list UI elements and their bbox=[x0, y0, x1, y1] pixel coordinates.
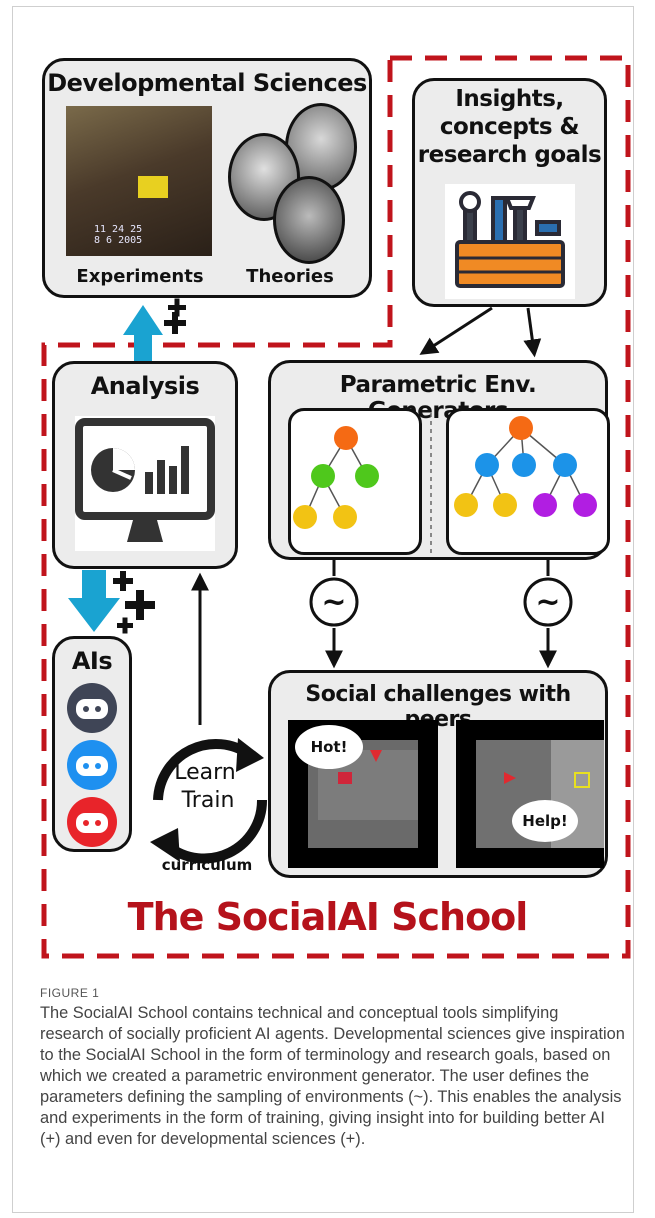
tree-left-green-1 bbox=[311, 464, 335, 488]
tree-right-blue-3 bbox=[553, 453, 577, 477]
env-trees bbox=[293, 416, 597, 529]
robot-icons bbox=[67, 683, 117, 847]
robot-dark-icon bbox=[67, 683, 117, 733]
tree-right-yellow-2 bbox=[493, 493, 517, 517]
sampling-symbol-right: ~ bbox=[535, 585, 561, 620]
train-label: Train bbox=[181, 788, 235, 813]
tree-left-yellow-1 bbox=[293, 505, 317, 529]
curriculum-label: curriculum bbox=[161, 856, 253, 874]
figure-caption: The SocialAI School contains technical a… bbox=[40, 1004, 625, 1148]
toolbox-icon bbox=[445, 184, 575, 299]
insights-title-1: Insights, bbox=[455, 86, 564, 112]
arrow-analysis-to-devsci bbox=[123, 305, 163, 361]
sampling-symbol-left: ~ bbox=[321, 585, 347, 620]
developmental-sciences-box: Developmental Sciences 11 24 25 8 6 2005… bbox=[42, 58, 372, 298]
robot-blue-icon bbox=[67, 740, 117, 790]
figure-label: FIGURE 1 bbox=[40, 986, 100, 1000]
parametric-generators-box: Parametric Env. Generators bbox=[268, 360, 610, 560]
loop-arrow-bottom bbox=[164, 799, 268, 864]
tree-left-root bbox=[334, 426, 358, 450]
ais-box: AIs bbox=[52, 636, 132, 852]
tree-right-root bbox=[509, 416, 533, 440]
portrait-3 bbox=[273, 176, 345, 264]
analysis-title: Analysis bbox=[90, 372, 200, 400]
tree-right-purple-2 bbox=[573, 493, 597, 517]
theories-label: Theories bbox=[246, 266, 334, 287]
tree-left-green-2 bbox=[355, 464, 379, 488]
robot-red-icon bbox=[67, 797, 117, 847]
photo-timestamp: 11 24 25 8 6 2005 bbox=[94, 224, 143, 246]
speech-bubble-hot: Hot! bbox=[295, 725, 363, 769]
loop-arrow-top bbox=[153, 738, 253, 801]
social-challenges-box: Social challenges with peers bbox=[268, 670, 608, 878]
sampling-circle-left bbox=[309, 577, 359, 627]
plus-icons bbox=[113, 298, 186, 634]
tree-right-yellow-1 bbox=[454, 493, 478, 517]
monitor-chart-icon bbox=[75, 416, 215, 551]
arrow-insights-to-generators-right bbox=[523, 307, 542, 358]
arrow-insights-to-generators-left bbox=[419, 306, 493, 355]
arrow-analysis-to-ais bbox=[68, 570, 120, 632]
ais-title: AIs bbox=[71, 647, 113, 675]
analysis-box: Analysis bbox=[52, 361, 238, 569]
tree-panel-right bbox=[446, 408, 610, 555]
insights-box: Insights, concepts & research goals bbox=[412, 78, 607, 307]
photo-box-object bbox=[138, 176, 168, 198]
insights-title-2: concepts & bbox=[439, 114, 580, 140]
experiment-photo: 11 24 25 8 6 2005 bbox=[66, 106, 212, 256]
school-title: The SocialAI School bbox=[127, 895, 529, 939]
learn-label: Learn bbox=[174, 760, 236, 785]
connectors bbox=[68, 298, 573, 864]
speech-bubble-help: Help! bbox=[512, 800, 578, 842]
experiments-label: Experiments bbox=[76, 266, 204, 287]
tree-right-blue-1 bbox=[475, 453, 499, 477]
tree-right-blue-2 bbox=[512, 453, 536, 477]
sampling-circle-right bbox=[523, 577, 573, 627]
insights-title-3: research goals bbox=[417, 142, 602, 168]
developmental-sciences-title: Developmental Sciences bbox=[47, 69, 367, 97]
school-dashed-border bbox=[41, 55, 631, 959]
tree-left-yellow-2 bbox=[333, 505, 357, 529]
tree-right-purple-1 bbox=[533, 493, 557, 517]
